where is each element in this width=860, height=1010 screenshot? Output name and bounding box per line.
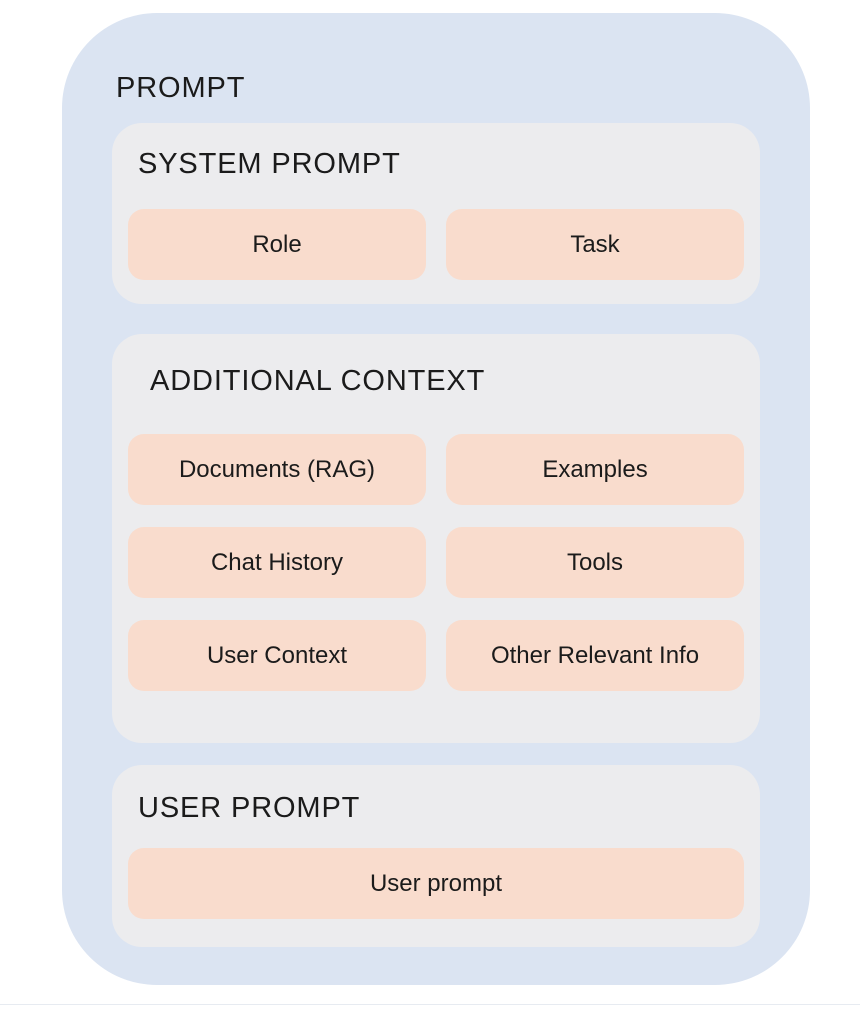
chip-task: Task	[446, 209, 744, 280]
additional-context-chip-grid: Documents (RAG) Examples Chat History To…	[128, 434, 744, 691]
chip-role: Role	[128, 209, 426, 280]
system-prompt-chip-grid: Role Task	[128, 209, 744, 280]
system-prompt-title: SYSTEM PROMPT	[138, 148, 401, 180]
chip-tools: Tools	[446, 527, 744, 598]
chip-examples: Examples	[446, 434, 744, 505]
chip-other-relevant-info: Other Relevant Info	[446, 620, 744, 691]
prompt-container: PROMPT SYSTEM PROMPT Role Task ADDITIONA…	[62, 13, 810, 985]
user-prompt-title: USER PROMPT	[138, 792, 361, 824]
user-prompt-section: USER PROMPT User prompt	[112, 765, 760, 947]
chip-user-prompt: User prompt	[128, 848, 744, 919]
chip-chat-history: Chat History	[128, 527, 426, 598]
chip-documents-rag: Documents (RAG)	[128, 434, 426, 505]
additional-context-title: ADDITIONAL CONTEXT	[150, 365, 486, 397]
bottom-divider	[0, 1004, 860, 1005]
system-prompt-section: SYSTEM PROMPT Role Task	[112, 123, 760, 304]
chip-user-context: User Context	[128, 620, 426, 691]
prompt-title: PROMPT	[116, 72, 246, 104]
additional-context-section: ADDITIONAL CONTEXT Documents (RAG) Examp…	[112, 334, 760, 743]
